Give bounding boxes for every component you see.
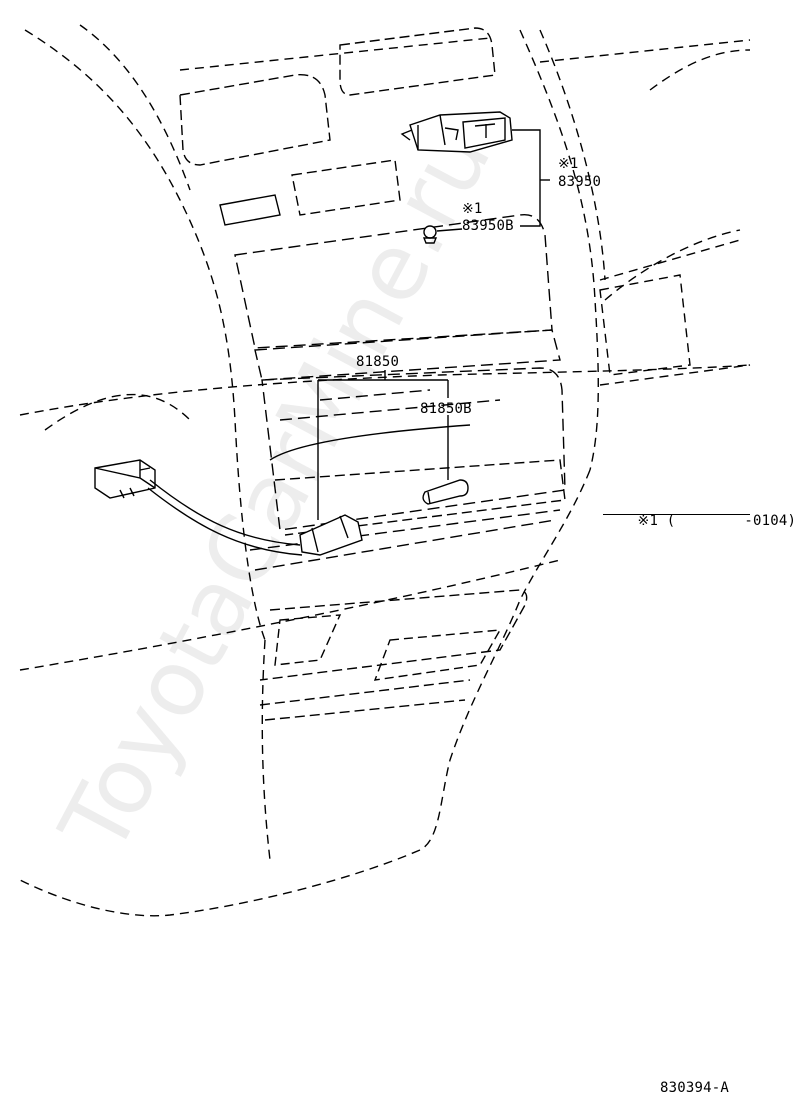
footnote: ※1 ( -0104) — [603, 497, 796, 545]
footnote-underline — [603, 514, 750, 515]
switch-83950 — [400, 111, 513, 153]
dashboard-outline — [19, 24, 751, 917]
parts-diagram-page: ToyotaCarMine.ru — [19, 24, 796, 1096]
note-mark-83950b: ※1 — [462, 201, 483, 217]
part-label-81850b[interactable]: 81850B — [420, 401, 472, 417]
note-mark-83950: ※1 — [558, 156, 579, 172]
diagram-code: 830394-A — [660, 1080, 730, 1096]
part-label-83950b[interactable]: 83950B — [462, 218, 514, 234]
part-label-83950[interactable]: 83950 — [558, 174, 602, 190]
bulb-81850b — [422, 479, 469, 505]
footnote-mark: ※1 — [637, 513, 659, 529]
callout-bracket-83950 — [436, 129, 550, 232]
callout-bracket-81850 — [317, 370, 449, 520]
footnote-range: ( -0104) — [666, 513, 796, 529]
dashboard-line-drawing — [19, 24, 751, 917]
socket-wire-81850 — [94, 459, 363, 556]
upper-panels — [179, 27, 566, 721]
bulb-83950b — [422, 225, 438, 244]
part-label-81850[interactable]: 81850 — [356, 354, 400, 370]
